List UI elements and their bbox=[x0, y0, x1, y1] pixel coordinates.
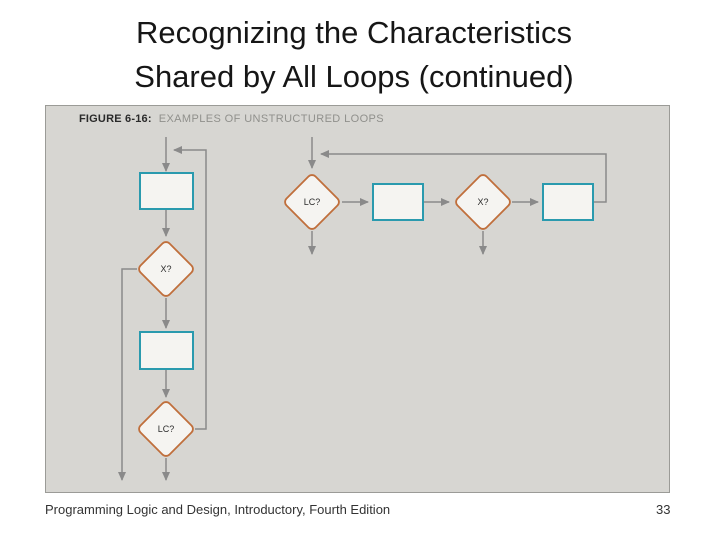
left-loop-flowchart: X? LC? bbox=[118, 137, 207, 481]
decision-lc-right bbox=[284, 174, 340, 230]
process-box-3 bbox=[372, 183, 424, 221]
process-box-4 bbox=[542, 183, 594, 221]
figure-caption-label: FIGURE 6-16: bbox=[79, 113, 152, 125]
title-line-2: Shared by All Loops (continued) bbox=[134, 59, 574, 94]
connector-x-left-exit bbox=[118, 268, 137, 481]
process-box-2 bbox=[139, 331, 194, 370]
right-loop-flowchart: LC? X? bbox=[284, 137, 607, 255]
decision-x-right-label: X? bbox=[477, 197, 488, 207]
page-number: 33 bbox=[656, 502, 671, 517]
process-box-1 bbox=[139, 172, 194, 210]
flowchart-diagram: X? LC? LC? X? bbox=[118, 137, 607, 481]
decision-x-left-label: X? bbox=[160, 264, 171, 274]
connector-loopback-left bbox=[173, 146, 207, 430]
title-line-1: Recognizing the Characteristics bbox=[136, 15, 572, 50]
decision-x-right bbox=[455, 174, 511, 230]
decision-x-left bbox=[138, 241, 194, 297]
footer-text: Programming Logic and Design, Introducto… bbox=[45, 502, 391, 517]
decision-lc-left bbox=[138, 401, 194, 457]
figure-caption-text: EXAMPLES OF UNSTRUCTURED LOOPS bbox=[158, 113, 385, 125]
decision-lc-right-label: LC? bbox=[304, 197, 321, 207]
connector-loopback-right bbox=[320, 150, 607, 203]
decision-lc-left-label: LC? bbox=[158, 424, 175, 434]
figure-caption: FIGURE 6-16: EXAMPLES OF UNSTRUCTURED LOO… bbox=[79, 113, 384, 125]
figure-6-16: FIGURE 6-16: EXAMPLES OF UNSTRUCTURED LOO… bbox=[45, 105, 670, 493]
slide-title: Recognizing the Characteristics Shared b… bbox=[0, 11, 708, 99]
